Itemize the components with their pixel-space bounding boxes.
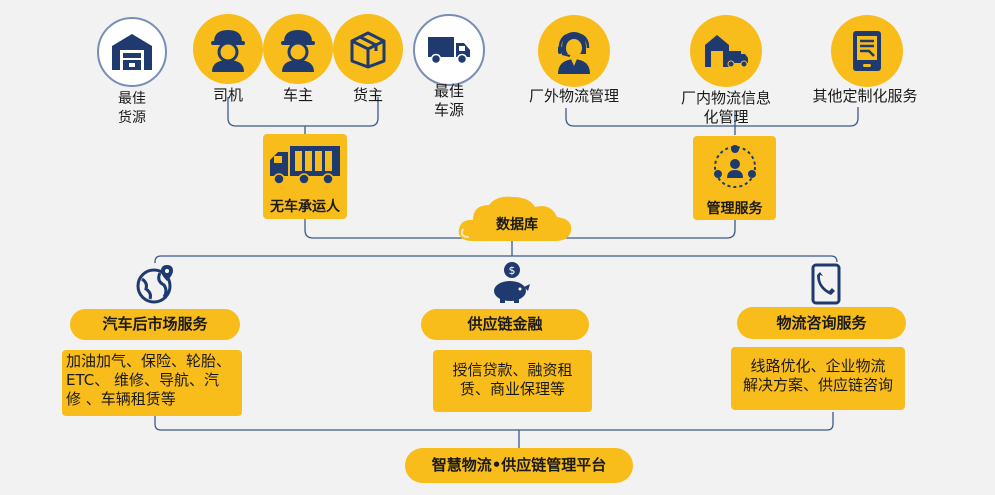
warehouse-truck-icon [690,15,762,87]
globe-location-icon [134,263,178,307]
management-label: 管理服务 [706,201,763,217]
aftermarket-title: 汽车后市场服务 [70,309,240,340]
piggy-bank-icon: $ [488,260,534,304]
external-logistics-label: 厂外物流管理 [528,87,619,105]
consulting-title: 物流咨询服务 [737,307,906,339]
database-label: 数据库 [496,217,538,233]
cloud-icon [458,196,572,241]
management-box: 管理服务 [693,136,776,220]
customer-service-icon [538,15,610,87]
cargo-truck-icon [270,146,340,185]
finance-title: 供应链金融 [421,309,589,340]
team-network-icon [714,145,756,188]
cargo-box-icon [333,14,403,84]
internal-logistics-label: 厂内物流信息化管理 [680,89,771,126]
platform-title: 智慧物流•供应链管理平台 [405,448,633,483]
car-owner-icon [263,14,333,84]
tablet-icon [831,15,903,87]
svg-text:$: $ [509,264,516,277]
finance-desc: 授信贷款、融资租 赁、商业保理等 [433,350,592,412]
aftermarket-desc: 加油加气、保险、轮胎、 ETC、 维修、导航、汽 修 、车辆租赁等 [62,350,242,416]
carrier-label: 无车承运人 [270,199,340,215]
best-vehicle-label: 最佳车源 [433,82,464,119]
driver-label: 司机 [212,86,243,104]
truck-icon [413,14,485,86]
carrier-box: 无车承运人 [263,134,347,219]
phone-consult-icon [809,262,843,306]
best-source-label: 最佳货源 [118,91,146,126]
warehouse-icon [97,17,167,87]
driver-icon [193,14,263,84]
consulting-desc: 线路优化、企业物流 解决方案、供应链咨询 [731,347,905,410]
shipper-label: 货主 [352,86,383,104]
car-owner-label: 车主 [282,86,313,104]
custom-service-label: 其他定制化服务 [812,87,918,105]
